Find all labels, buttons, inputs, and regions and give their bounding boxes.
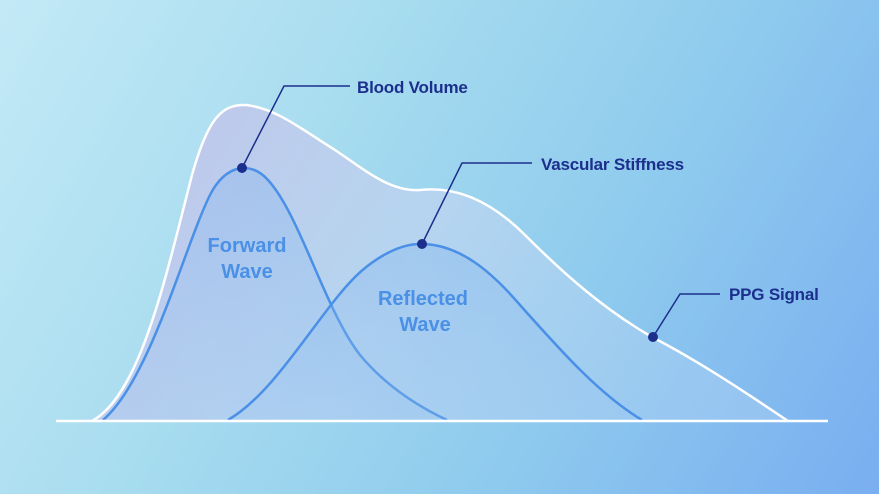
reflected-wave-label-line2: Wave (399, 314, 451, 336)
ppg-signal-line (91, 103, 789, 423)
vascular-stiffness-label: Vascular Stiffness (541, 155, 684, 174)
ppg-signal-leader (652, 293, 720, 338)
forward-wave-label: Forward (208, 235, 287, 257)
vascular-stiffness-marker (417, 239, 427, 249)
blood-volume-marker (237, 163, 247, 173)
reflected-wave-label: Reflected (378, 288, 468, 310)
forward-wave-label-line2: Wave (221, 261, 273, 283)
ppg-signal-label: PPG Signal (729, 285, 819, 304)
ppg-signal-marker (648, 332, 658, 342)
vascular-stiffness-leader (421, 162, 532, 245)
blood-volume-label: Blood Volume (357, 78, 468, 97)
blood-volume-leader (241, 85, 350, 169)
